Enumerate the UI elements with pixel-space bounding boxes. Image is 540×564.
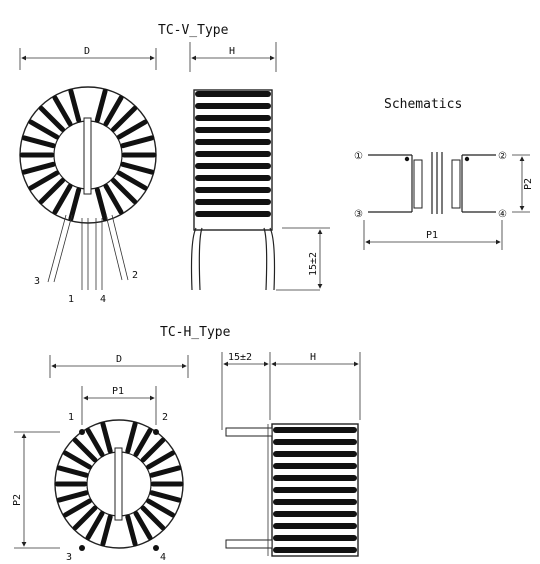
winding-stroke [133,427,153,458]
tch-d-label: D [116,354,122,365]
winding-stroke [100,421,113,454]
winding-stroke [28,119,60,140]
winding-stroke [56,490,89,503]
tch-p1-label: P1 [112,386,124,397]
winding-stroke [145,450,176,470]
tcv-h-label: H [229,46,235,57]
winding-stroke [149,465,182,478]
tcv-pin-3: 3 [34,276,40,287]
tcv-d-label: D [84,46,90,57]
winding-stroke [133,510,153,541]
tcv-lead-dimension: 15±2 [282,227,330,289]
winding-stroke [103,95,124,127]
tcv-side-view [190,89,320,291]
winding-stroke [68,187,82,222]
schematic-pin-4: ④ [498,209,507,220]
winding-stroke [62,450,93,470]
winding-stroke [149,490,182,503]
tch-p1-dimension: P1 [81,386,157,425]
tch-p2-label: P2 [12,494,23,506]
winding-stroke [68,88,82,123]
tcv-d-dimension: D [19,46,157,70]
winding-stroke [72,437,98,463]
schematic-pin-2: ② [498,151,507,162]
tch-title: TC-H_Type [160,325,231,340]
schematic-diagram: ① ② ③ ④ P2 P1 [354,151,534,250]
winding-stroke [120,135,155,149]
winding-stroke [21,135,56,149]
tch-pin-2: 2 [162,412,168,423]
winding-stroke [110,177,138,205]
tch-lead-label: 15±2 [228,352,252,363]
tcv-pin-1: 1 [68,294,74,305]
tch-pin-4: 4 [160,552,166,560]
tch-p2-dimension: P2 [12,431,60,549]
tch-toroid-front-view: 1 2 3 4 [54,412,184,563]
winding-stroke [125,421,138,454]
winding-stroke [110,105,138,133]
tcv-toroid-top-view [19,86,157,224]
winding-stroke [94,88,108,123]
tcv-pin-2: 2 [132,270,138,281]
tch-side-view [225,423,359,557]
winding-stroke [62,498,93,518]
tch-pin-1: 1 [68,412,74,423]
tcv-windings [19,88,157,222]
schematic-p1-label: P1 [426,230,438,241]
winding-stroke [103,183,124,215]
tcv-h-dimension: H [189,42,277,72]
schematic-title: Schematics [384,97,462,112]
winding-stroke [21,161,56,175]
winding-stroke [56,465,89,478]
winding-stroke [72,505,98,531]
tch-pin-3: 3 [66,552,72,560]
winding-stroke [120,161,155,175]
tcv-leads: 3 1 4 2 [34,214,138,305]
schematic-p2-label: P2 [523,178,534,190]
winding-stroke [85,427,105,458]
winding-stroke [52,183,73,215]
tch-d-dimension: D [49,354,189,378]
tcv-pin-4: 4 [100,294,106,305]
winding-stroke [100,514,113,547]
winding-stroke [52,95,73,127]
winding-stroke [116,170,148,191]
schematic-pin-1: ① [354,151,363,162]
winding-stroke [140,505,166,531]
winding-stroke [145,498,176,518]
winding-stroke [125,514,138,547]
schematic-pin-3: ③ [354,209,363,220]
winding-stroke [85,510,105,541]
winding-stroke [28,170,60,191]
winding-stroke [38,105,66,133]
tcv-lead-label: 15±2 [308,252,319,276]
winding-stroke [94,187,108,222]
tcv-title: TC-V_Type [158,23,229,38]
winding-stroke [116,119,148,140]
tch-h-label: H [310,352,316,363]
winding-stroke [140,437,166,463]
winding-stroke [38,177,66,205]
tch-top-dimensions: 15±2 H [221,352,361,430]
